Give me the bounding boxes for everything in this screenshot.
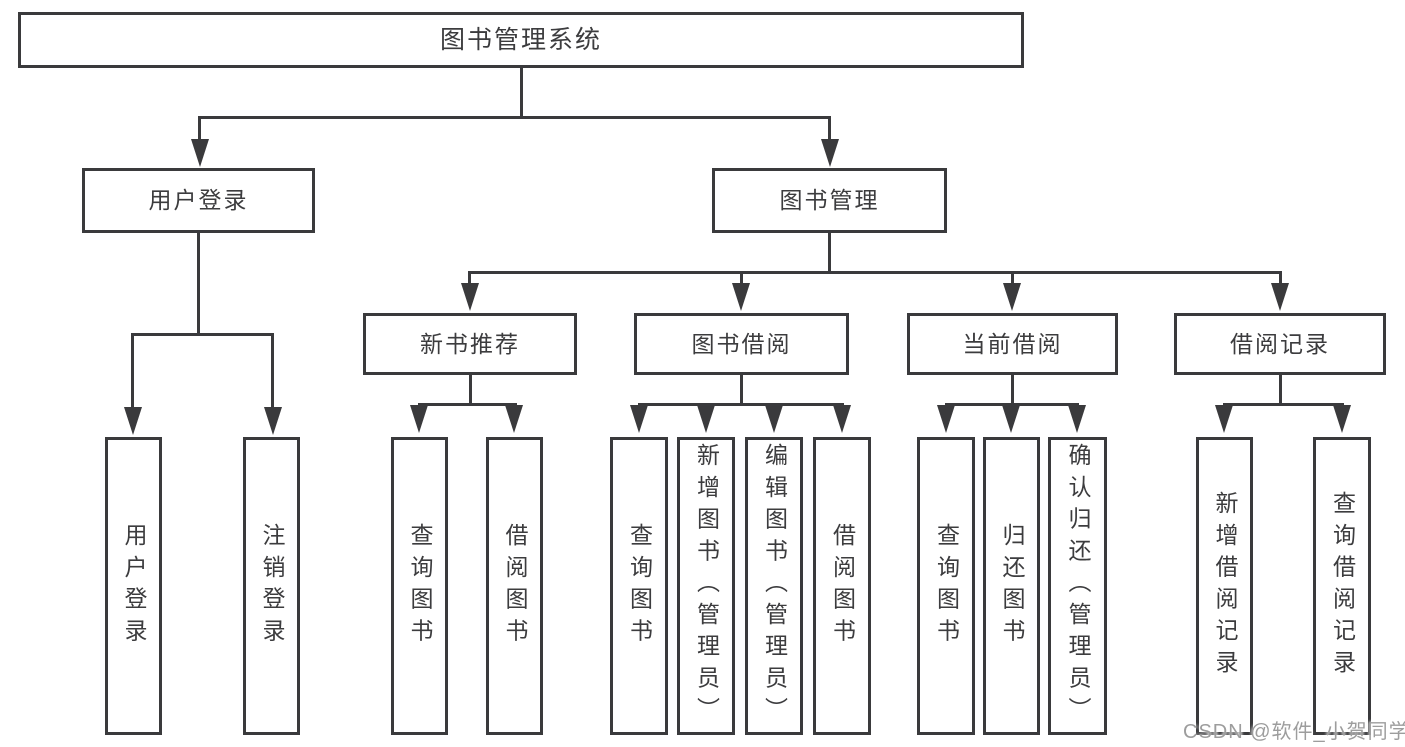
- leaf-query-book-1: 查询图书: [391, 437, 448, 735]
- node-book-management: 图书管理: [712, 168, 947, 233]
- connector-line: [131, 333, 274, 336]
- connector-arrowhead: [765, 405, 783, 433]
- leaf-borrow-book-2: 借阅图书: [813, 437, 871, 735]
- connector-line: [1279, 373, 1282, 406]
- leaf-logout: 注销登录: [243, 437, 300, 735]
- leaf-edit-book-admin: 编辑图书（管理员）: [745, 437, 803, 735]
- root-box: 图书管理系统: [18, 12, 1024, 68]
- connector-arrowhead: [833, 405, 851, 433]
- connector-line: [198, 116, 201, 142]
- connector-arrowhead: [1215, 405, 1233, 433]
- connector-line: [418, 403, 517, 406]
- watermark: CSDN @软件_小贺同学: [1183, 721, 1405, 743]
- node-book-borrow: 图书借阅: [634, 313, 849, 375]
- connector-arrowhead: [191, 139, 209, 167]
- connector-arrowhead: [264, 407, 282, 435]
- connector-arrowhead: [697, 405, 715, 433]
- leaf-query-book-3: 查询图书: [917, 437, 975, 735]
- connector-line: [828, 116, 831, 142]
- connector-line: [1223, 403, 1344, 406]
- connector-arrowhead: [1003, 283, 1021, 311]
- connector-line: [740, 271, 743, 285]
- connector-line: [468, 271, 471, 285]
- leaf-add-book-admin: 新增图书（管理员）: [677, 437, 735, 735]
- node-user-login: 用户登录: [82, 168, 315, 233]
- connector-line: [1011, 271, 1014, 285]
- leaf-query-book-2: 查询图书: [610, 437, 668, 735]
- connector-line: [198, 116, 831, 119]
- connector-line: [131, 333, 134, 409]
- connector-line: [271, 333, 274, 409]
- node-current-borrow: 当前借阅: [907, 313, 1118, 375]
- leaf-borrow-book-1: 借阅图书: [486, 437, 543, 735]
- connector-arrowhead: [732, 283, 750, 311]
- connector-arrowhead: [630, 405, 648, 433]
- connector-line: [520, 66, 523, 119]
- connector-line: [740, 373, 743, 406]
- connector-arrowhead: [937, 405, 955, 433]
- connector-arrowhead: [461, 283, 479, 311]
- connector-line: [638, 403, 844, 406]
- leaf-query-borrow-record: 查询借阅记录: [1313, 437, 1371, 735]
- connector-arrowhead: [1002, 405, 1020, 433]
- leaf-add-borrow-record: 新增借阅记录: [1196, 437, 1253, 735]
- connector-arrowhead: [1271, 283, 1289, 311]
- connector-line: [1279, 271, 1282, 285]
- connector-arrowhead: [410, 405, 428, 433]
- node-borrow-record: 借阅记录: [1174, 313, 1386, 375]
- connector-line: [468, 271, 1282, 274]
- connector-line: [1011, 373, 1014, 406]
- leaf-user-login: 用户登录: [105, 437, 162, 735]
- connector-arrowhead: [1068, 405, 1086, 433]
- connector-arrowhead: [124, 407, 142, 435]
- leaf-return-book: 归还图书: [983, 437, 1040, 735]
- connector-arrowhead: [1333, 405, 1351, 433]
- connector-line: [828, 231, 831, 274]
- leaf-confirm-return-admin: 确认归还（管理员）: [1048, 437, 1107, 735]
- connector-arrowhead: [505, 405, 523, 433]
- connector-line: [197, 231, 200, 336]
- connector-line: [469, 373, 472, 406]
- connector-line: [945, 403, 1079, 406]
- connector-arrowhead: [821, 139, 839, 167]
- node-new-book-recommend: 新书推荐: [363, 313, 577, 375]
